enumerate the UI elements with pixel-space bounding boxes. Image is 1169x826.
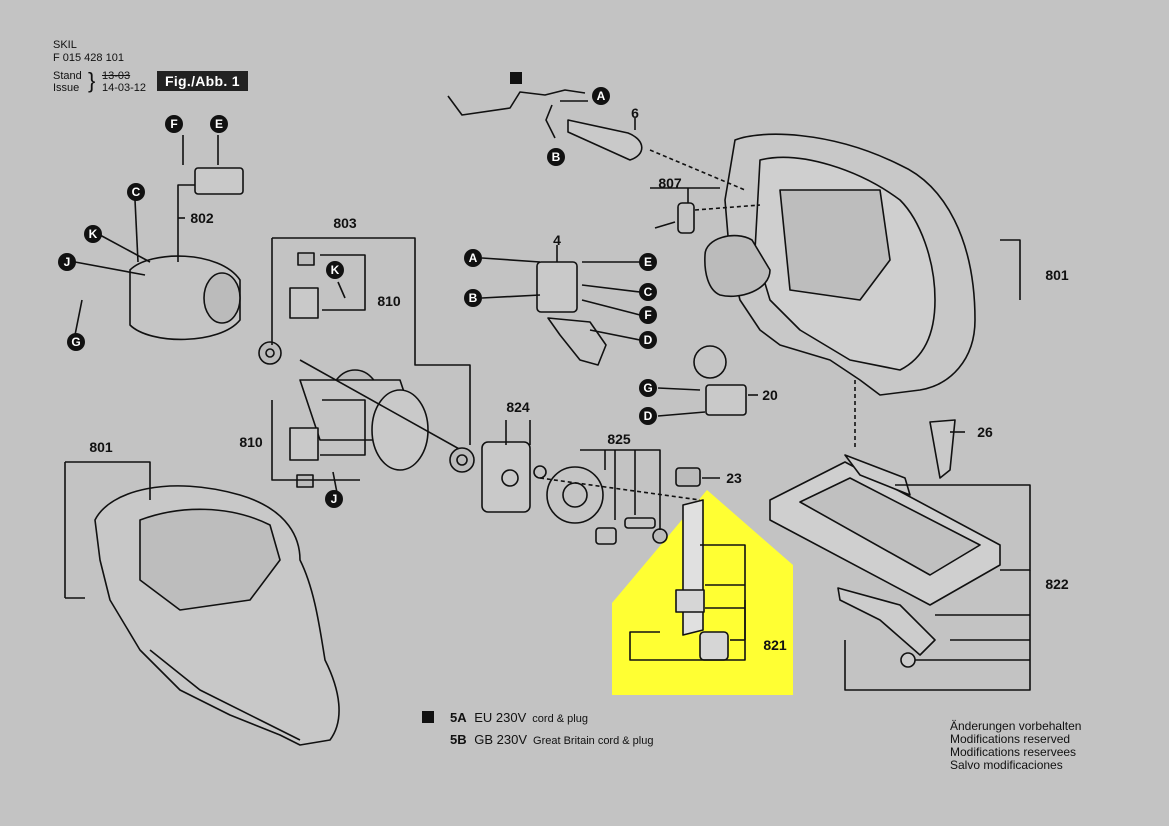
mod-de: Änderungen vorbehalten xyxy=(950,719,1082,733)
bubble-e-switch xyxy=(639,253,657,271)
bubble-g-wheel-label: G xyxy=(643,381,652,395)
part-6: 6 xyxy=(631,105,639,121)
mod-fr: Modifications reservees xyxy=(950,745,1077,759)
part-26: 26 xyxy=(977,424,993,440)
part-822: 822 xyxy=(1045,576,1069,592)
bubble-k-brush-label: K xyxy=(331,263,340,277)
bubble-k-brush xyxy=(326,261,344,279)
legend-row-5a: 5A EU 230V cord & plug xyxy=(422,710,588,725)
bubble-f-left-label: F xyxy=(170,117,177,131)
bubble-f-switch-label: F xyxy=(644,308,651,322)
bubble-c-switch xyxy=(639,283,657,301)
legend-code-5a: 5A xyxy=(450,710,467,725)
bubble-a-switch-label: A xyxy=(469,251,478,265)
bubble-b-switch-label: B xyxy=(469,291,478,305)
plunger-821 xyxy=(682,499,704,636)
bubble-b-top xyxy=(547,148,565,166)
bubble-d-switch-label: D xyxy=(644,333,653,347)
bubble-d-wheel-label: D xyxy=(644,409,653,423)
legend-square-icon xyxy=(422,711,434,723)
brand-label: SKIL xyxy=(53,39,77,51)
bubble-g-left-label: G xyxy=(71,335,80,349)
bubble-f-switch xyxy=(639,306,657,324)
bubble-j-brush xyxy=(325,490,343,508)
part-23: 23 xyxy=(726,470,742,486)
mod-es: Salvo modificaciones xyxy=(950,758,1063,772)
bubble-a-switch xyxy=(464,249,482,267)
part-825: 825 xyxy=(607,431,631,447)
part-824: 824 xyxy=(506,399,530,415)
issue-label: Issue xyxy=(53,82,80,94)
part-20: 20 xyxy=(762,387,778,403)
legend-desc-5a: cord & plug xyxy=(532,713,588,725)
part-807: 807 xyxy=(658,175,682,191)
figure-label: Fig./Abb. 1 xyxy=(157,71,248,91)
cord-square-marker xyxy=(510,72,522,84)
bubble-b-top-label: B xyxy=(552,150,561,164)
part-810-top: 810 xyxy=(377,293,401,309)
bubble-j-brush-label: J xyxy=(331,492,338,506)
issue-date: 14-03-12 xyxy=(102,82,147,94)
bubble-g-left xyxy=(67,333,85,351)
bubble-e-left xyxy=(210,115,228,133)
legend-voltage-5b: GB 230V xyxy=(474,732,528,747)
part-number: F 015 428 101 xyxy=(53,52,124,64)
legend-row-5b: 5B GB 230V Great Britain cord & plug xyxy=(450,732,653,747)
bubble-b-switch xyxy=(464,289,482,307)
part-801-right: 801 xyxy=(1045,267,1069,283)
bubble-k-left-label: K xyxy=(89,227,98,241)
bracket-glyph: } xyxy=(88,68,96,93)
bubble-d-switch xyxy=(639,331,657,349)
legend-code-5b: 5B xyxy=(450,732,467,747)
legend-voltage-5a: EU 230V xyxy=(474,710,527,725)
legend-desc-5b: Great Britain cord & plug xyxy=(533,735,654,747)
bubble-c-switch-label: C xyxy=(644,285,653,299)
part-803: 803 xyxy=(333,215,357,231)
part-labels: 6 807 4 801 801 802 803 810 810 824 825 … xyxy=(89,105,1069,653)
part-821: 821 xyxy=(763,637,787,653)
stand-date: 13-03 xyxy=(102,70,131,82)
stand-label: Stand xyxy=(53,70,82,82)
bubble-j-left xyxy=(58,253,76,271)
modifications-note: Änderungen vorbehalten Modifications res… xyxy=(950,720,1081,772)
bubble-d-wheel xyxy=(639,407,657,425)
part-801-left: 801 xyxy=(89,439,113,455)
bubble-e-left-label: E xyxy=(215,117,223,131)
gear-825 xyxy=(546,466,604,524)
bubble-group: A B F E C K J G K J A B E C F D G D xyxy=(58,72,657,508)
part-810-bottom: 810 xyxy=(239,434,263,450)
bubble-a-top-label: A xyxy=(597,89,606,103)
bubble-c-left xyxy=(127,183,145,201)
bubble-a-top xyxy=(592,87,610,105)
bubble-k-left xyxy=(84,225,102,243)
part-4: 4 xyxy=(553,232,561,248)
bubble-j-left-label: J xyxy=(64,255,71,269)
bubble-f-left xyxy=(165,115,183,133)
bubble-c-left-label: C xyxy=(132,185,141,199)
part-802: 802 xyxy=(190,210,214,226)
bubble-g-wheel xyxy=(639,379,657,397)
bubble-e-switch-label: E xyxy=(644,255,652,269)
capacitor-802 xyxy=(194,167,244,195)
mod-en: Modifications reserved xyxy=(950,732,1071,746)
switch-4 xyxy=(536,261,578,313)
